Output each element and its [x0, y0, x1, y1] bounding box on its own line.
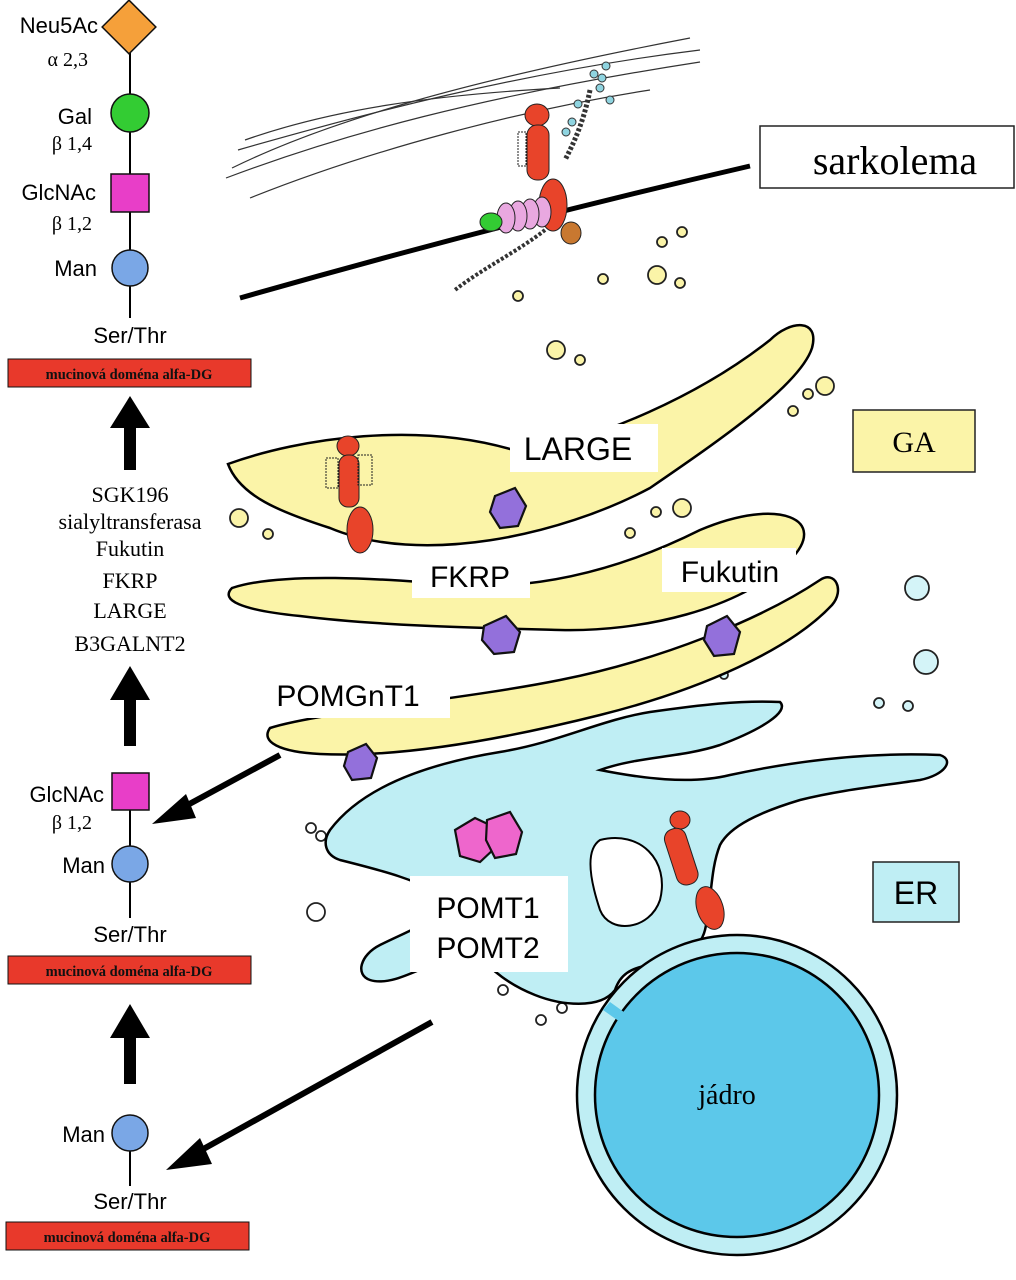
enzyme-list-item: Fukutin [96, 536, 164, 561]
arrow-pomgnt1-to-glycan [152, 752, 282, 824]
beta14-label: β 1,4 [52, 133, 92, 155]
nucleus-label: jádro [697, 1080, 756, 1111]
neu5ac-diamond-icon [101, 0, 157, 55]
gal-label: Gal [58, 104, 92, 129]
beta12-label: β 1,2 [52, 213, 92, 235]
man-circle-icon [111, 249, 149, 287]
vesicles [229, 226, 835, 540]
beta12-label: β 1,2 [52, 812, 92, 834]
glcnac-square-icon [111, 772, 150, 811]
up-arrow-bottom [110, 1004, 150, 1084]
man-label: Man [62, 1122, 105, 1147]
neu5ac-label: Neu5Ac [20, 13, 98, 38]
fukutin-label: Fukutin [681, 556, 779, 589]
man-circle-icon [111, 1114, 149, 1152]
sarcolema-label: sarkolema [813, 138, 978, 183]
mucin-domain-label: mucinová doména alfa-DG [44, 1230, 211, 1246]
nucleus [575, 933, 899, 1257]
serthr-label: Ser/Thr [93, 922, 166, 947]
gal-circle-icon [110, 93, 150, 133]
enzyme-list-item: B3GALNT2 [74, 631, 185, 656]
alpha23-label: α 2,3 [48, 49, 88, 71]
pomgnt1-label: POMGnT1 [276, 680, 419, 713]
glcnac-label: GlcNAc [21, 180, 96, 205]
glcnac-label: GlcNAc [29, 782, 104, 807]
mucin-domain-box [7, 358, 252, 388]
pomt-enzymes [453, 810, 524, 864]
pomt2-label: POMT2 [436, 932, 539, 965]
er-label: ER [894, 875, 938, 911]
enzyme-list-item: SGK196 [91, 482, 168, 507]
dystroglycan-golgi [325, 435, 374, 554]
large-label: LARGE [524, 431, 632, 467]
glcnac-square-icon [110, 173, 150, 213]
man-circle-icon [111, 845, 149, 883]
man-label: Man [54, 256, 97, 281]
dystroglycan-complex [453, 61, 615, 292]
enzyme-list-item: sialyltransferasa [59, 509, 202, 534]
mucin-domain-box [5, 1221, 250, 1251]
pomt1-label: POMT1 [436, 892, 539, 925]
mucin-domain-box [7, 955, 252, 985]
glycan-chain-top: Neu5Ac α 2,3 Gal β 1,4 GlcNAc β 1,2 Man … [7, 0, 252, 388]
serthr-label: Ser/Thr [93, 1189, 166, 1214]
glycan-chain-bottom: Man Ser/Thr mucinová doména alfa-DG [5, 1114, 250, 1251]
enzyme-list-item: LARGE [93, 598, 166, 623]
serthr-label: Ser/Thr [93, 323, 166, 348]
up-arrow-top [110, 396, 150, 470]
man-label: Man [62, 853, 105, 878]
enzyme-list: SGK196 sialyltransferasa Fukutin FKRP LA… [59, 482, 202, 656]
glycan-chain-middle: GlcNAc β 1,2 Man Ser/Thr mucinová doména… [7, 772, 252, 985]
enzyme-list-item: FKRP [102, 568, 157, 593]
extracellular-fibers [225, 37, 701, 199]
fkrp-label: FKRP [430, 561, 510, 594]
up-arrow-middle [110, 666, 150, 746]
sarcolemma-membrane [239, 163, 751, 301]
mucin-domain-label: mucinová doména alfa-DG [46, 964, 213, 980]
enzyme-markers [342, 486, 742, 782]
dystroglycan-er [663, 810, 725, 930]
mucin-domain-label: mucinová doména alfa-DG [46, 367, 213, 383]
arrow-pomt-to-glycan [166, 1019, 434, 1170]
golgi-label: GA [892, 426, 936, 459]
